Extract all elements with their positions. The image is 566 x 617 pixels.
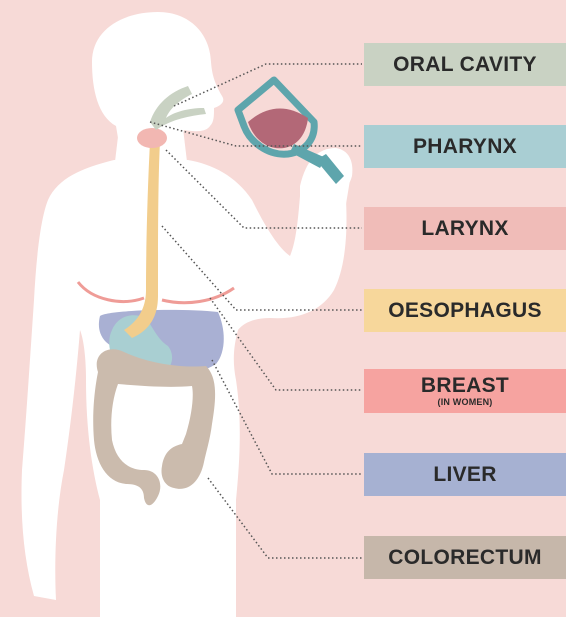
label-liver: LIVER: [364, 453, 566, 496]
label-larynx: LARYNX: [364, 207, 566, 250]
larynx-organ: [137, 128, 167, 148]
label-colorectum-text: COLORECTUM: [388, 547, 542, 568]
label-pharynx: PHARYNX: [364, 125, 566, 168]
wine-glass-icon: [238, 80, 344, 184]
label-oral-cavity: ORAL CAVITY: [364, 43, 566, 86]
label-breast-text: BREAST: [421, 375, 509, 396]
label-colorectum: COLORECTUM: [364, 536, 566, 579]
label-oesophagus-text: OESOPHAGUS: [388, 300, 542, 321]
label-oesophagus: OESOPHAGUS: [364, 289, 566, 332]
label-larynx-text: LARYNX: [421, 218, 508, 239]
label-liver-text: LIVER: [433, 464, 496, 485]
label-breast: BREAST (IN WOMEN): [364, 369, 566, 413]
label-pharynx-text: PHARYNX: [413, 136, 517, 157]
label-oral-cavity-text: ORAL CAVITY: [393, 54, 537, 75]
label-breast-subtext: (IN WOMEN): [438, 398, 493, 407]
